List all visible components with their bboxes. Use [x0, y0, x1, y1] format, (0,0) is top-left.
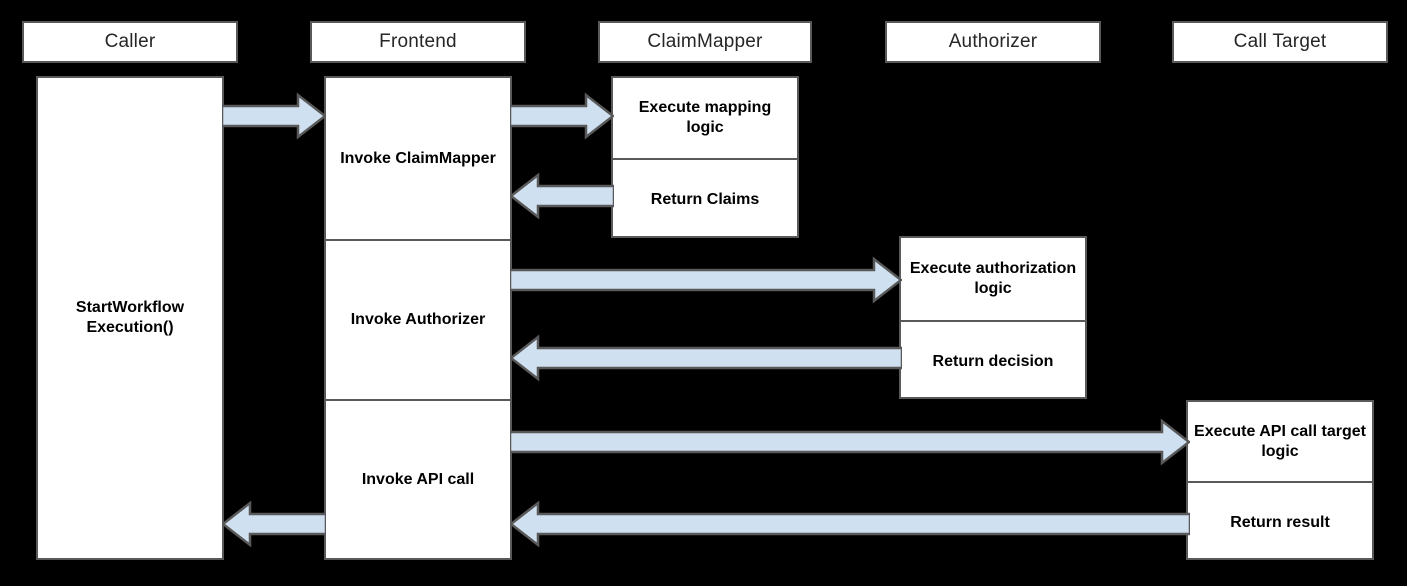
activation-frontend[interactable]: Invoke ClaimMapper Invoke Authorizer Inv… [324, 76, 512, 560]
message-arrow-caller-to-frontend[interactable] [222, 92, 326, 140]
activation-calltarget-segment-1: Return result [1188, 481, 1372, 562]
activation-caller[interactable]: StartWorkflow Execution() [36, 76, 224, 560]
activation-claimmapper-segment-1: Return Claims [613, 158, 797, 240]
lifeline-header-caller[interactable]: Caller [22, 21, 238, 63]
lifeline-header-frontend[interactable]: Frontend [310, 21, 526, 63]
lifeline-header-claimmapper-label: ClaimMapper [647, 31, 763, 52]
activation-calltarget[interactable]: Execute API call target logic Return res… [1186, 400, 1374, 560]
activation-caller-segment-0: StartWorkflow Execution() [75, 299, 185, 336]
lifeline-header-claimmapper[interactable]: ClaimMapper [598, 21, 812, 63]
activation-claimmapper[interactable]: Execute mapping logic Return Claims [611, 76, 799, 238]
lifeline-header-caller-label: Caller [104, 31, 156, 52]
lifeline-header-frontend-label: Frontend [379, 31, 457, 52]
lifeline-header-authorizer-label: Authorizer [948, 31, 1038, 52]
lifeline-header-calltarget-label: Call Target [1233, 31, 1327, 52]
message-arrow-frontend-to-calltarget[interactable] [510, 418, 1190, 466]
activation-authorizer-segment-1: Return decision [901, 320, 1085, 401]
message-arrow-claimmapper-to-frontend[interactable] [510, 172, 614, 220]
activation-frontend-segment-1: Invoke Authorizer [326, 239, 510, 399]
activation-authorizer-segment-0: Execute authorization logic [909, 260, 1077, 297]
message-arrow-frontend-to-claimmapper[interactable] [510, 92, 614, 140]
message-arrow-calltarget-to-frontend[interactable] [510, 500, 1190, 548]
activation-calltarget-segment-0: Execute API call target logic [1194, 422, 1366, 460]
activation-frontend-segment-0: Invoke ClaimMapper [340, 149, 496, 167]
lifeline-header-calltarget[interactable]: Call Target [1172, 21, 1388, 63]
message-arrow-frontend-to-authorizer[interactable] [510, 256, 902, 304]
message-arrow-authorizer-to-frontend[interactable] [510, 334, 902, 382]
message-arrow-frontend-to-caller[interactable] [222, 500, 326, 548]
activation-frontend-segment-2: Invoke API call [326, 399, 510, 558]
activation-claimmapper-segment-0: Execute mapping logic [638, 99, 772, 136]
lifeline-header-authorizer[interactable]: Authorizer [885, 21, 1101, 63]
activation-authorizer[interactable]: Execute authorization logic Return decis… [899, 236, 1087, 399]
